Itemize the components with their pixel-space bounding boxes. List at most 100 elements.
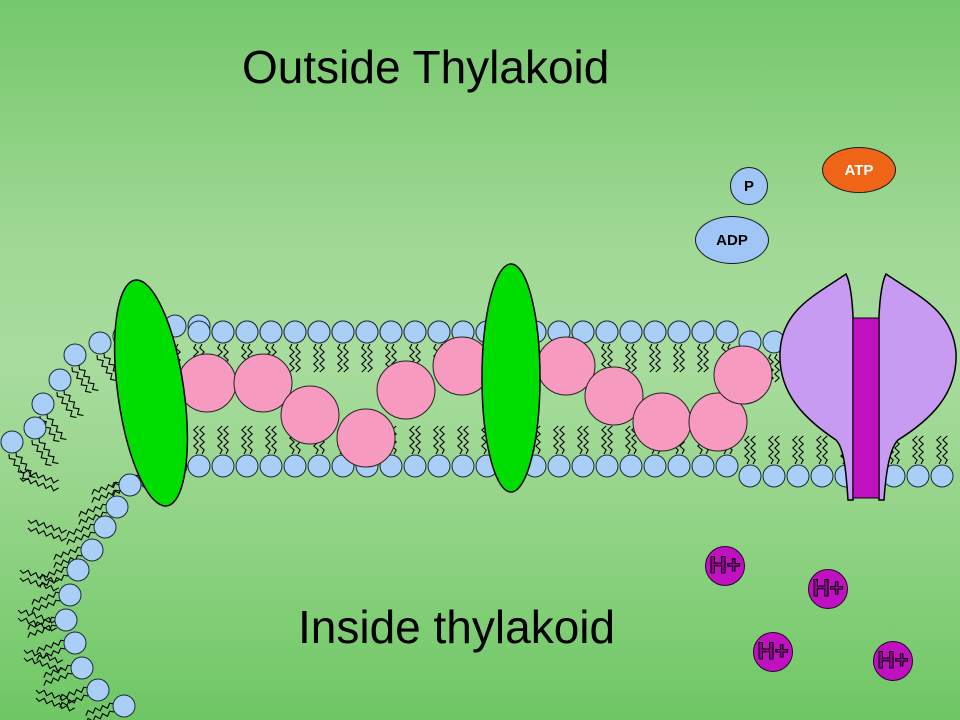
phospholipid-head <box>86 678 110 702</box>
lipid-tail <box>935 435 943 465</box>
photosystem-left <box>113 279 189 507</box>
hydrogen-ion: H+ <box>808 569 848 609</box>
phospholipid-head <box>930 464 954 488</box>
phospholipid-head <box>379 454 403 478</box>
lipid-tail <box>672 343 680 373</box>
hydrogen-ion: H+ <box>873 641 913 681</box>
atp-synthase-left-lobe <box>779 272 854 501</box>
inside-thylakoid-label: Inside thylakoid <box>298 601 616 653</box>
phospholipid-head <box>906 464 930 488</box>
phospholipid-head <box>118 473 142 497</box>
phospholipid-head <box>259 454 283 478</box>
lipid-tail <box>78 511 108 525</box>
lipid-tail <box>270 425 278 455</box>
lipid-tail <box>35 697 75 712</box>
lipid-tail <box>366 343 374 373</box>
phospholipid-head <box>23 416 47 440</box>
phospholipid-head <box>691 320 715 344</box>
atp-molecule: ATP <box>822 147 896 193</box>
lipid-tail <box>86 710 115 720</box>
lipid-tail <box>96 354 117 381</box>
phospholipid-head <box>54 608 78 632</box>
lipid-tail <box>246 425 254 455</box>
electron-carrier <box>233 353 293 413</box>
phospholipid-head <box>691 454 715 478</box>
atp-synthase-channel <box>852 317 880 499</box>
lipid-tail <box>19 477 59 492</box>
lipid-tail <box>408 425 416 455</box>
phospholipid-head <box>66 558 90 582</box>
lipid-tail <box>767 435 775 465</box>
phospholipid-head <box>667 320 691 344</box>
lipid-tail <box>66 531 96 545</box>
phospholipid-head <box>283 320 307 344</box>
lipid-tail <box>264 425 272 455</box>
lipid-tail <box>43 672 73 686</box>
phospholipid-head <box>427 454 451 478</box>
phospholipid-head <box>403 320 427 344</box>
electron-carrier <box>376 360 436 420</box>
lipid-tail <box>552 425 560 455</box>
lipid-tail <box>53 546 83 560</box>
lipid-tail <box>773 435 781 465</box>
lipid-tail <box>192 425 200 455</box>
lipid-tail <box>911 435 919 465</box>
phospholipid-head <box>0 430 24 454</box>
electron-carrier <box>632 392 692 452</box>
adp-molecule: ADP <box>695 216 769 264</box>
phospholipid-head <box>762 464 786 488</box>
lipid-tail <box>35 689 75 704</box>
electron-carrier-chain <box>177 336 773 468</box>
electron-carrier <box>177 353 237 413</box>
lipid-tail <box>17 609 57 624</box>
lipid-tail <box>696 343 704 373</box>
lipid-tail <box>36 647 66 661</box>
lipid-tail <box>78 364 99 391</box>
phospholipid-head <box>112 694 136 718</box>
lipid-tail <box>558 425 566 455</box>
lipid-tail <box>630 343 638 373</box>
phospholipid-head <box>211 320 235 344</box>
lipid-tail <box>19 569 59 584</box>
lipid-tail <box>43 664 73 678</box>
lipid-tail <box>27 519 67 534</box>
lipid-tail <box>630 425 638 455</box>
lipid-tail <box>648 343 656 373</box>
phospholipid-head <box>48 368 72 392</box>
lipid-tail <box>27 527 67 542</box>
phosphate-molecule: P <box>730 167 768 205</box>
lipid-tail <box>432 425 440 455</box>
phospholipid-head <box>643 454 667 478</box>
phospholipid-head <box>715 320 739 344</box>
lipid-tail <box>294 343 302 373</box>
lipid-tail <box>342 343 350 373</box>
lipid-tail <box>438 425 446 455</box>
lipid-tail <box>743 435 751 465</box>
lipid-tail <box>53 554 83 568</box>
lipid-tail <box>91 481 121 495</box>
lipid-tail <box>600 425 608 455</box>
phospholipid-head <box>786 464 810 488</box>
lipid-tail <box>600 343 608 373</box>
phospholipid-head <box>235 320 259 344</box>
lipid-tail <box>749 435 757 465</box>
lipid-tail <box>66 523 96 537</box>
lipid-tail <box>31 599 61 613</box>
phospholipid-head <box>667 454 691 478</box>
electron-carrier <box>584 366 644 426</box>
atp-synthase-right-lobe <box>878 272 957 501</box>
electron-carrier <box>336 408 396 468</box>
photosystem-middle <box>481 263 541 493</box>
lipid-tail <box>821 435 829 465</box>
phospholipid-head <box>307 320 331 344</box>
electron-carrier <box>688 392 748 452</box>
phospholipid-head <box>63 631 87 655</box>
hydrogen-ion: H+ <box>705 546 745 586</box>
lipid-tail <box>678 343 686 373</box>
lipid-tail <box>797 435 805 465</box>
lipid-tail <box>15 451 36 478</box>
phospholipid-head <box>403 454 427 478</box>
phospholipid-head <box>643 320 667 344</box>
lipid-tail <box>63 389 84 416</box>
outside-thylakoid-label: Outside Thylakoid <box>242 41 610 93</box>
